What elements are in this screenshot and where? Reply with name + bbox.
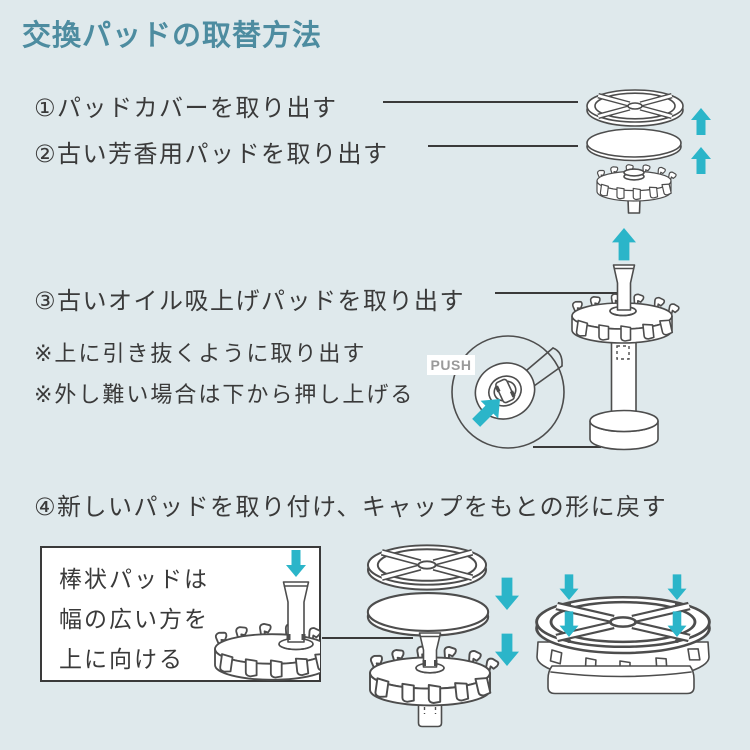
- up-arrow-icon: [691, 147, 711, 174]
- step-4-text: ④新しいパッドを取り付け、キャップをもとの形に戻す: [34, 494, 668, 521]
- down-arrow-icon: [286, 550, 306, 577]
- step-3-text: ③古いオイル吸上げパッドを取り出す: [34, 288, 466, 315]
- leader-lines: [322, 101, 621, 639]
- bottle-drawing: [547, 665, 695, 695]
- up-arrow-icon: [612, 228, 636, 261]
- note-box-line-2: 幅の広い方を: [59, 606, 209, 632]
- new-pad-rod-drawing: [418, 632, 442, 668]
- oil-pad-rod-drawing: [612, 264, 636, 311]
- step-3-note-2: ※外し難い場合は下から押し上げる: [34, 382, 415, 407]
- note-box-line-3: 上に向ける: [59, 646, 184, 672]
- push-detail-magnifier: [451, 335, 565, 449]
- down-arrow-icon: [495, 633, 519, 666]
- pad-orientation-illustration: [214, 550, 320, 681]
- aroma-pad-drawing: [366, 592, 490, 637]
- down-arrow-icon: [495, 577, 519, 610]
- new-pad-assembly-illustration: [366, 545, 519, 728]
- oil-pad-illustration: [451, 264, 681, 451]
- page-title: 交換パッドの取替方法: [22, 20, 323, 52]
- push-label: PUSH: [427, 355, 475, 375]
- step-1-text: ①パッドカバーを取り出す: [34, 95, 338, 122]
- down-arrow-icon: [559, 574, 579, 600]
- pad-cover-drawing: [537, 597, 710, 653]
- pad-orientation-note-box: 棒状パッドは 幅の広い方を 上に向ける: [40, 546, 321, 682]
- note-box-line-1: 棒状パッドは: [59, 566, 209, 592]
- step-3-note-1: ※上に引き抜くように取り出す: [34, 341, 367, 366]
- pad-cover-drawing: [368, 545, 486, 589]
- cap-exploded-illustration: [586, 90, 711, 261]
- down-arrow-icon: [667, 574, 687, 600]
- up-arrow-icon: [691, 108, 711, 135]
- cap-on-bottle-illustration: [537, 574, 710, 695]
- aroma-pad-drawing: [586, 128, 682, 162]
- step-2-text: ②古い芳香用パッドを取り出す: [34, 141, 389, 168]
- pad-cover-drawing: [587, 90, 683, 126]
